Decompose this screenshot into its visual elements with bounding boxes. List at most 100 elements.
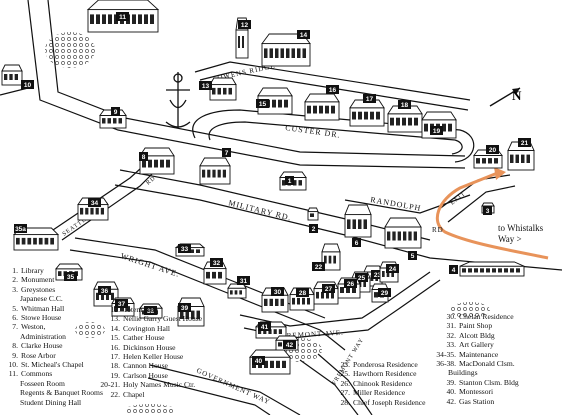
legend-number: 32. [446,330,457,340]
legend-item: 17.Helen Keller House [100,352,202,361]
building-8[interactable]: 8 [139,147,175,175]
building-number: 42 [286,342,294,349]
building-window [494,158,498,164]
route-to-whistalks [435,170,549,260]
legend-number: 23. [340,360,351,369]
building-number-box [518,138,531,147]
legend-text: Dickinson House [123,342,176,352]
building-11[interactable]: 11 [86,0,160,33]
building-window [107,118,111,124]
legend-text: Chief Joseph Residence [353,397,426,407]
building-27[interactable]: 27 [313,281,339,305]
building-4[interactable]: 4 [449,261,525,277]
building-number-box [371,270,384,279]
building-window [185,310,189,319]
building-36[interactable]: 36 [93,281,119,307]
legend-item: 8.Clarke House [6,341,103,350]
building-12[interactable]: 12 [235,17,251,59]
building-roof [344,204,372,216]
building-window [38,237,43,245]
building-26[interactable]: 26 [337,277,361,299]
building-35[interactable]: 35 [55,263,83,281]
building-32[interactable]: 32 [203,258,227,285]
building-number: 38 [147,308,155,315]
building-window [462,268,466,273]
building-14[interactable]: 14 [261,30,311,67]
building-6[interactable]: 6 [344,204,372,247]
legend-text: Weston, [21,322,46,332]
building-15[interactable]: 15 [256,87,293,115]
building-window [397,231,401,241]
building-number-box [430,126,443,135]
building-window [413,231,417,241]
building-number-box [408,251,417,260]
building-3[interactable]: 3 [481,202,495,215]
building-9[interactable]: 9 [99,107,127,129]
building-24[interactable]: 24 [379,261,399,283]
legend-number: 28. [340,397,351,407]
building-window [424,123,428,132]
building-28[interactable]: 28 [289,287,315,311]
building-number-box [285,176,294,185]
building-31[interactable]: 31 [227,276,250,299]
building-number: 41 [261,324,269,331]
building-window [180,310,184,319]
building-window [106,292,109,300]
building-window [268,329,272,334]
building-number: 8 [142,154,146,161]
building-7[interactable]: 7 [199,148,231,185]
building-window [120,306,124,312]
building-roof [304,93,340,103]
building-5[interactable]: 5 [384,217,422,260]
building-window [376,111,380,120]
building-33[interactable]: 33 [174,243,206,257]
building-22[interactable]: 22 [312,243,341,271]
legend-text: Chapel [123,389,145,399]
legend-text: Clarke House [21,341,63,351]
building-number: 22 [315,264,323,271]
legend-text: Ponderosa Residence [353,360,418,369]
legend-text: Alcott Bldg [459,330,495,340]
building-window [363,281,366,287]
building-34[interactable]: 34 [77,197,109,221]
building-window [326,291,329,299]
legend-number: 34-35. [436,349,456,359]
legend-number: 10. [8,360,19,370]
building-42[interactable]: 42 [275,335,299,351]
building-37[interactable]: 37 [111,297,135,317]
building-number-box [111,107,120,116]
building-41[interactable]: 41 [254,321,288,339]
building-35a[interactable]: 35a [12,224,60,251]
building-2[interactable]: 2 [307,207,319,233]
building-13[interactable]: 13 [199,77,237,101]
building-20[interactable]: 20 [473,145,503,169]
legend-item: Japanese C.C. [6,294,103,303]
building-roof [481,202,495,207]
legend-number: 9. [12,350,18,360]
building-number: 39 [181,305,189,312]
legend-item: 40.Montessori [434,387,519,396]
legend-number: 40. [446,387,457,397]
building-30[interactable]: 30 [261,287,289,313]
building-39[interactable]: 39 [177,297,205,327]
building-1[interactable]: 1 [279,171,307,191]
building-window [515,154,519,163]
building-window [166,159,170,168]
street-rd-1: RD [145,175,157,186]
building-17[interactable]: 17 [349,94,385,127]
building-21[interactable]: 21 [507,138,535,171]
building-40[interactable]: 40 [249,349,291,375]
building-window [333,255,336,264]
building-window [307,105,311,114]
building-29[interactable]: 29 [371,283,391,303]
building-18[interactable]: 18 [387,100,423,133]
building-window [316,291,319,299]
legend-text: Monument [21,275,55,285]
building-38[interactable]: 38 [139,303,163,319]
building-number: 40 [255,358,263,365]
building-10[interactable]: 10 [1,64,34,89]
building-window [138,14,142,24]
building-19[interactable]: 19 [421,111,457,139]
building-number-box [98,286,111,295]
building-16[interactable]: 16 [304,85,340,121]
